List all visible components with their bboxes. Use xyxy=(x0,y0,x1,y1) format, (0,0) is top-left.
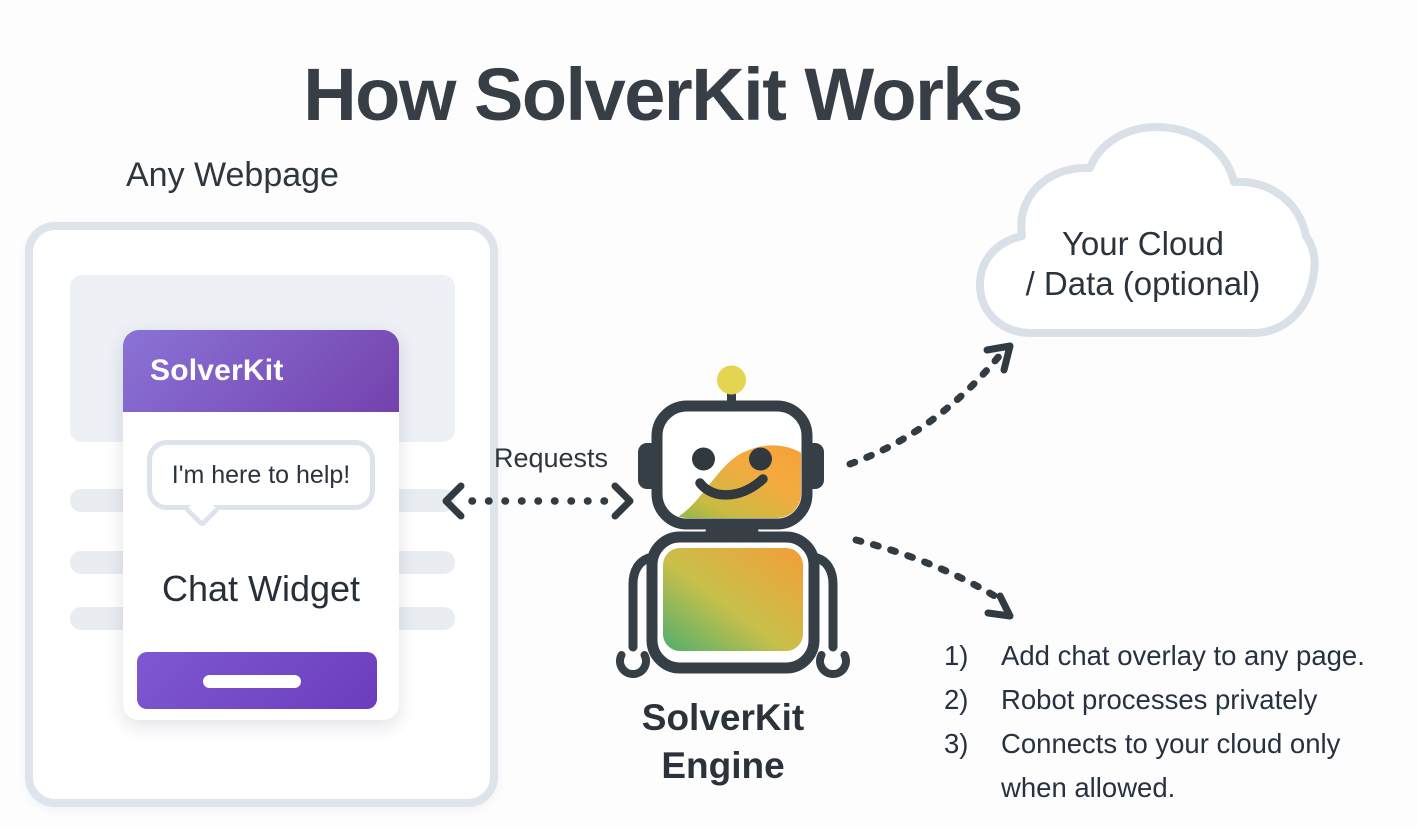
chat-bubble-tail xyxy=(185,494,219,528)
chat-widget-title: SolverKit xyxy=(150,354,284,387)
chat-widget-caption: Chat Widget xyxy=(161,568,361,609)
robot-smile xyxy=(695,474,768,500)
step-text: Robot processes privately xyxy=(1001,684,1318,715)
step-number: 1) xyxy=(944,640,969,671)
chat-bubble: I'm here to help! xyxy=(147,440,375,528)
list-item: 3) Connects to your cloud only when allo… xyxy=(944,722,1389,810)
cloud-label: Your Cloud / Data (optional) xyxy=(998,224,1288,304)
robot-illustration xyxy=(616,365,850,679)
robot-torso xyxy=(646,531,820,674)
robot-hand-right xyxy=(816,651,850,679)
cloud-label-line1: Your Cloud xyxy=(1061,225,1225,262)
chat-widget-header: SolverKit xyxy=(123,330,399,412)
robot-ear-right xyxy=(802,443,824,489)
chat-bubble-text: I'm here to help! xyxy=(171,460,351,489)
webpage-label: Any Webpage xyxy=(126,156,339,194)
chat-widget-button xyxy=(137,652,377,709)
engine-label-line1: SolverKit xyxy=(641,697,805,738)
robot-antenna-stem xyxy=(727,390,736,412)
step-number: 3) xyxy=(944,728,969,759)
page-title: How SolverKit Works xyxy=(303,52,1023,136)
arrow-to-steps xyxy=(852,536,1014,620)
robot-face-blob xyxy=(663,445,801,518)
requests-label: Requests xyxy=(493,443,609,473)
robot-neck xyxy=(702,516,762,543)
engine-label-line2: Engine xyxy=(661,745,785,786)
step-text: Add chat overlay to any page. xyxy=(1001,640,1365,671)
robot-hand-left xyxy=(616,651,650,679)
robot-antenna-ball xyxy=(717,365,746,395)
robot-arm-left xyxy=(628,552,657,652)
steps-list: 1) Add chat overlay to any page. 2) Robo… xyxy=(944,634,1389,810)
step-text: Connects to your cloud only when allowed… xyxy=(1001,728,1341,803)
robot-eye-left xyxy=(692,447,715,471)
chat-widget-card: SolverKit I'm here to help! Chat Widget xyxy=(123,330,399,720)
arrow-to-cloud xyxy=(846,342,1014,468)
robot-head xyxy=(651,400,813,530)
chat-widget-button-line xyxy=(203,675,301,688)
robot-eye-right xyxy=(749,447,772,471)
robot-torso-screen xyxy=(663,548,803,651)
robot-arm-right xyxy=(809,552,838,652)
step-number: 2) xyxy=(944,684,969,715)
engine-label: SolverKit Engine xyxy=(593,694,853,790)
list-item: 2) Robot processes privately xyxy=(944,678,1389,722)
list-item: 1) Add chat overlay to any page. xyxy=(944,634,1389,678)
cloud-label-line2: / Data (optional) xyxy=(1025,265,1261,302)
